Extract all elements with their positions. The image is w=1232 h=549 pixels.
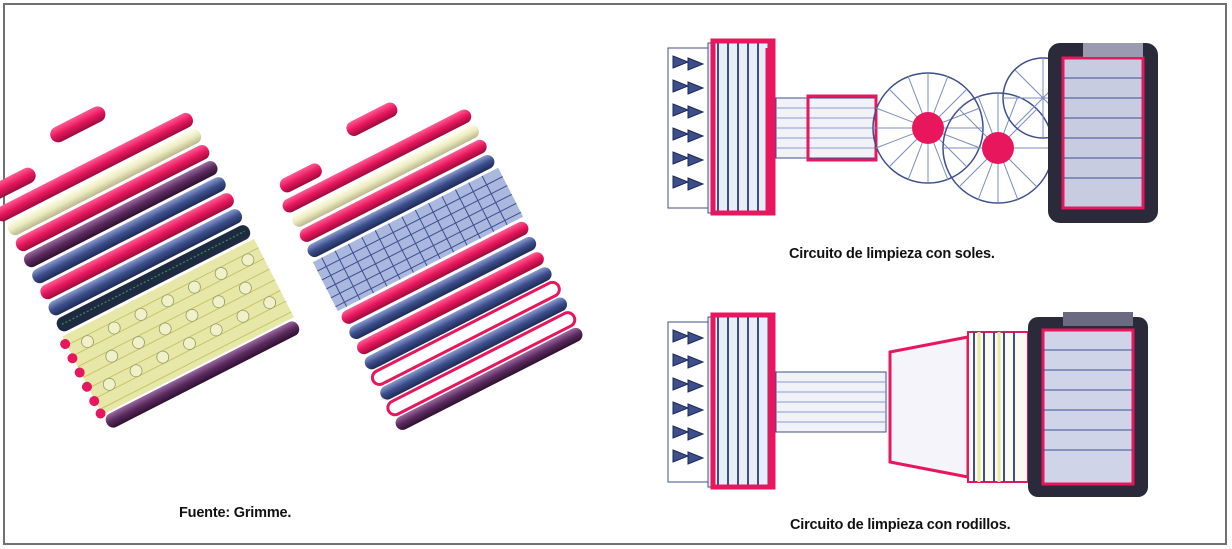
caption-rollers: Circuito de limpieza con rodillos. [790, 517, 1011, 533]
harvester-soles-illustration [667, 38, 1158, 223]
caption-soles: Circuito de limpieza con soles. [789, 246, 995, 262]
harvester-rollers-illustration [667, 312, 1148, 497]
roller-bed-right-illustration [279, 102, 583, 430]
caption-source: Fuente: Grimme. [179, 505, 292, 521]
roller-bed-left-illustration [0, 106, 300, 428]
